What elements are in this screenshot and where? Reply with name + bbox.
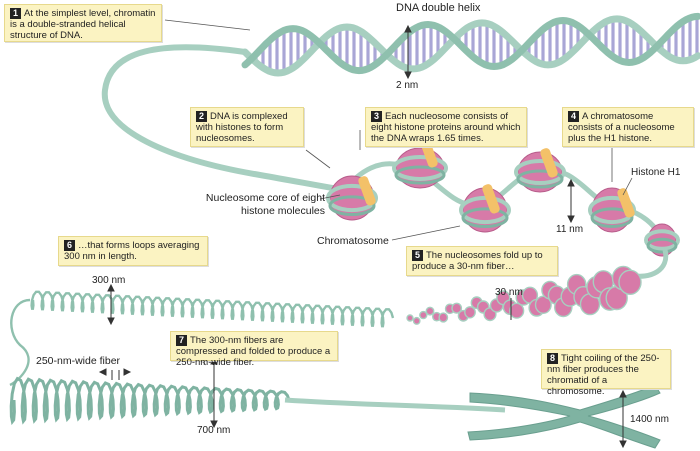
wrapped-dna (394, 165, 446, 185)
dna-strand-b (241, 12, 700, 75)
nucleosome-in-fiber (618, 269, 642, 295)
histone-h1 (358, 176, 376, 206)
chromatid-left (467, 384, 661, 449)
wrapped-dna (590, 207, 634, 228)
nucleosome-in-fiber (451, 302, 463, 314)
wrapped-dna (392, 155, 448, 181)
step-number: 6 (64, 240, 75, 251)
step-text: The nucleosomes fold up to produce a 30-… (412, 250, 543, 272)
step-number: 1 (10, 8, 21, 19)
nucleosome-in-fiber (425, 306, 435, 316)
dna-tail-curve (101, 44, 346, 193)
fiber-250nm (9, 376, 506, 426)
fiber-30nm (406, 265, 642, 325)
label-30nm: 30 nm (495, 287, 523, 298)
label-11nm: 11 nm (556, 224, 584, 235)
callout-step-6: 6…that forms loops averaging 300 nm in l… (58, 236, 208, 266)
step-text: At the simplest level, chromatin is a do… (10, 8, 156, 41)
nucleosome-in-fiber (534, 295, 552, 314)
wrapped-dna (644, 229, 680, 251)
histone-h1 (482, 184, 500, 214)
histone-h1 (617, 188, 635, 218)
coil-300nm (30, 290, 395, 328)
dimension-marks (98, 24, 627, 449)
wrapped-dna (588, 195, 636, 225)
dna-double-helix (101, 12, 700, 193)
nucleosome-in-fiber (412, 316, 421, 325)
label-histone-h1: Histone H1 (631, 167, 681, 178)
wrapped-dna (326, 183, 378, 213)
step-text: The 300-nm fibers are compressed and fol… (176, 335, 331, 368)
wrapped-dna (646, 237, 678, 254)
nucleosome-in-fiber (419, 310, 428, 320)
label-1400nm: 1400 nm (630, 414, 669, 425)
nucleosome-in-fiber (406, 314, 414, 322)
loops-300nm (9, 290, 395, 387)
nucleosome-core-text: Nucleosome core of eight histone molecul… (205, 192, 325, 217)
step-text: …that forms loops averaging 300 nm in le… (64, 240, 200, 262)
chromosome (467, 384, 661, 449)
label-chromatosome: Chromatosome (317, 235, 389, 247)
step-number: 4 (568, 111, 579, 122)
label-250nm-wide-fiber: 250-nm-wide fiber (36, 355, 121, 367)
step-text: A chromatosome consists of a nucleosome … (568, 111, 675, 144)
label-700nm: 700 nm (197, 425, 231, 436)
step-number: 5 (412, 250, 423, 261)
label-nucleosome-core: Nucleosome core of eight histone molecul… (197, 192, 325, 218)
label-dna-double-helix: DNA double helix (396, 2, 481, 14)
nucleosome-in-fiber (438, 312, 449, 323)
nucleosome-string (326, 138, 680, 279)
step-text: DNA is complexed with histones to form n… (196, 111, 288, 144)
step-number: 3 (371, 111, 382, 122)
wrapped-dna (514, 159, 566, 185)
step-text: Each nucleosome consists of eight histon… (371, 111, 521, 144)
label-2nm: 2 nm (396, 80, 419, 91)
step-number: 8 (547, 353, 558, 364)
wrapped-dna (516, 169, 564, 189)
nucleosome-in-fiber (464, 306, 476, 319)
step-number: 7 (176, 335, 187, 346)
wrapped-dna (328, 195, 376, 216)
histone-h1 (540, 148, 558, 178)
coil-250nm (9, 376, 291, 426)
coil-300nm-tail (9, 298, 31, 387)
wrapped-dna (461, 207, 509, 228)
step-number: 2 (196, 111, 207, 122)
fiber-250nm-to-chromosome (284, 397, 506, 413)
wrapped-dna (459, 195, 511, 225)
label-300nm: 300 nm (92, 275, 126, 286)
nucleosome-in-fiber (509, 302, 525, 319)
step-text: Tight coiling of the 250-nm fiber produc… (547, 353, 660, 397)
